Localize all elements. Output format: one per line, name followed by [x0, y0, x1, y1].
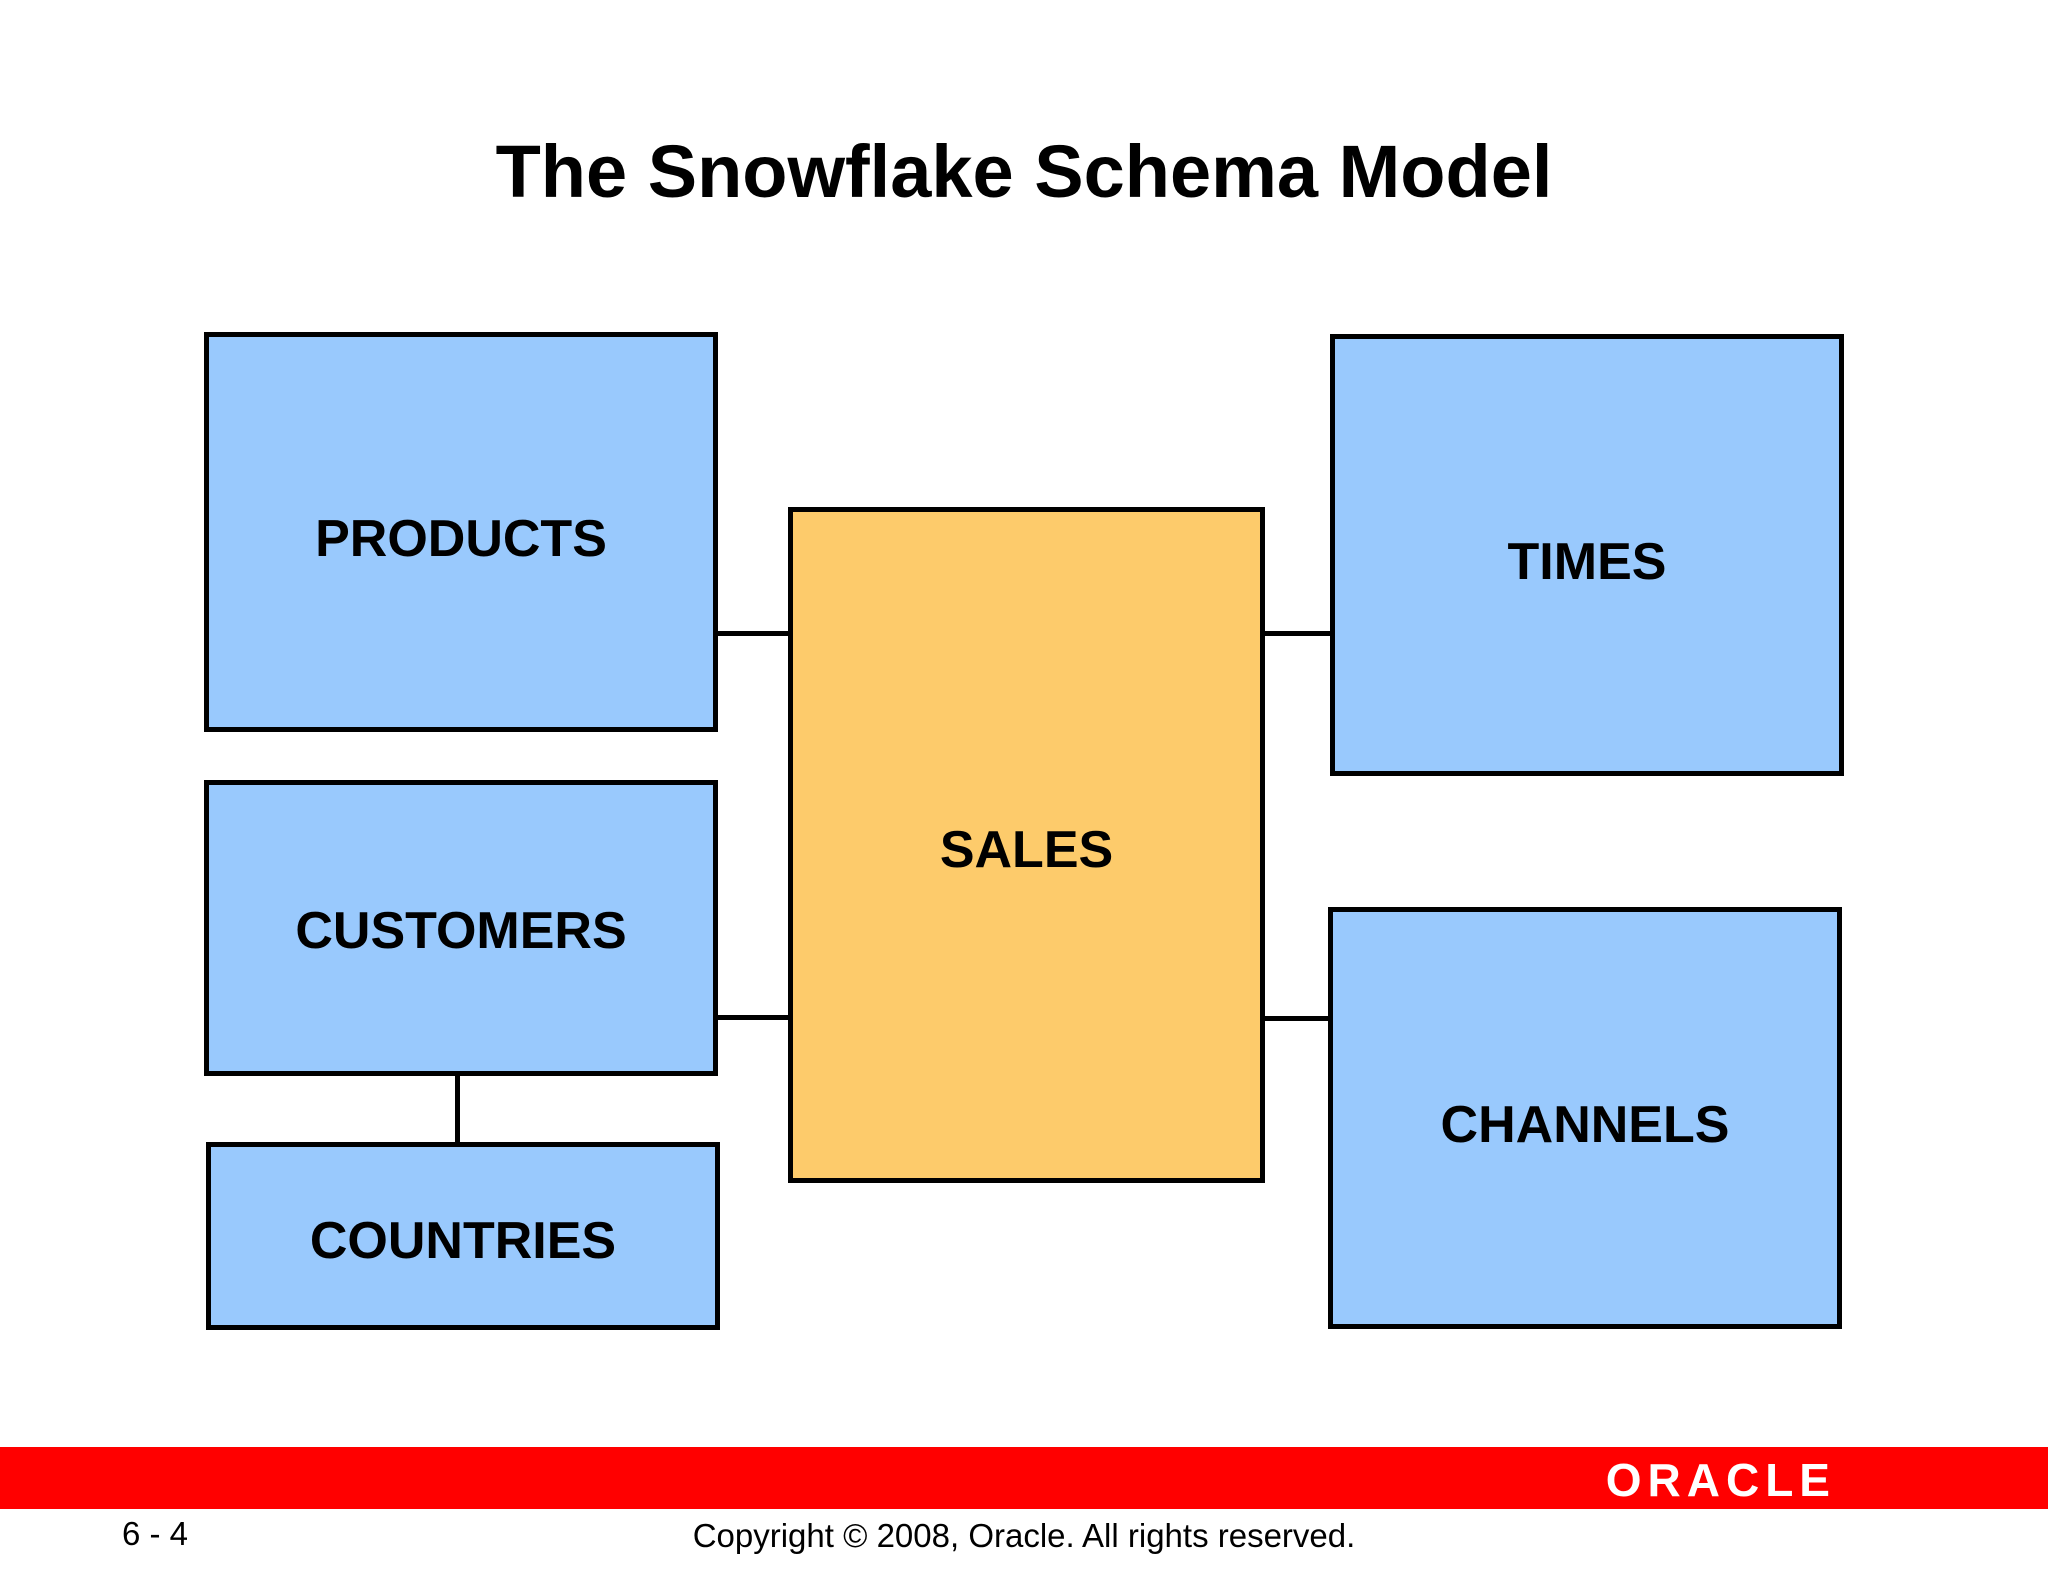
copyright-notice: Copyright © 2008, Oracle. All rights res… — [692, 1517, 1356, 1554]
footer-band — [0, 1447, 2048, 1509]
countries-table: COUNTRIES — [206, 1142, 720, 1330]
footer — [0, 1509, 2048, 1582]
connector-countries-customers — [455, 1074, 460, 1145]
page-number: 6 - 4 — [122, 1515, 189, 1552]
slide-title: The Snowflake Schema Model — [495, 130, 1553, 213]
countries-label: COUNTRIES — [309, 1212, 617, 1270]
products-label: PRODUCTS — [315, 510, 607, 568]
products-table: PRODUCTS — [204, 332, 718, 732]
customers-label: CUSTOMERS — [295, 902, 627, 960]
channels-table: CHANNELS — [1328, 907, 1842, 1329]
connector-sales-times — [1263, 631, 1333, 636]
connector-products-sales — [716, 631, 790, 636]
channels-label: CHANNELS — [1440, 1096, 1730, 1154]
times-table: TIMES — [1330, 334, 1844, 776]
connector-customers-sales — [716, 1015, 790, 1020]
sales-fact-table: SALES — [788, 507, 1265, 1183]
oracle-logo: ORACLE — [1605, 1454, 1836, 1506]
sales-label: SALES — [939, 821, 1114, 879]
times-label: TIMES — [1507, 533, 1667, 591]
customers-table: CUSTOMERS — [204, 780, 718, 1076]
connector-sales-channels — [1263, 1016, 1331, 1021]
